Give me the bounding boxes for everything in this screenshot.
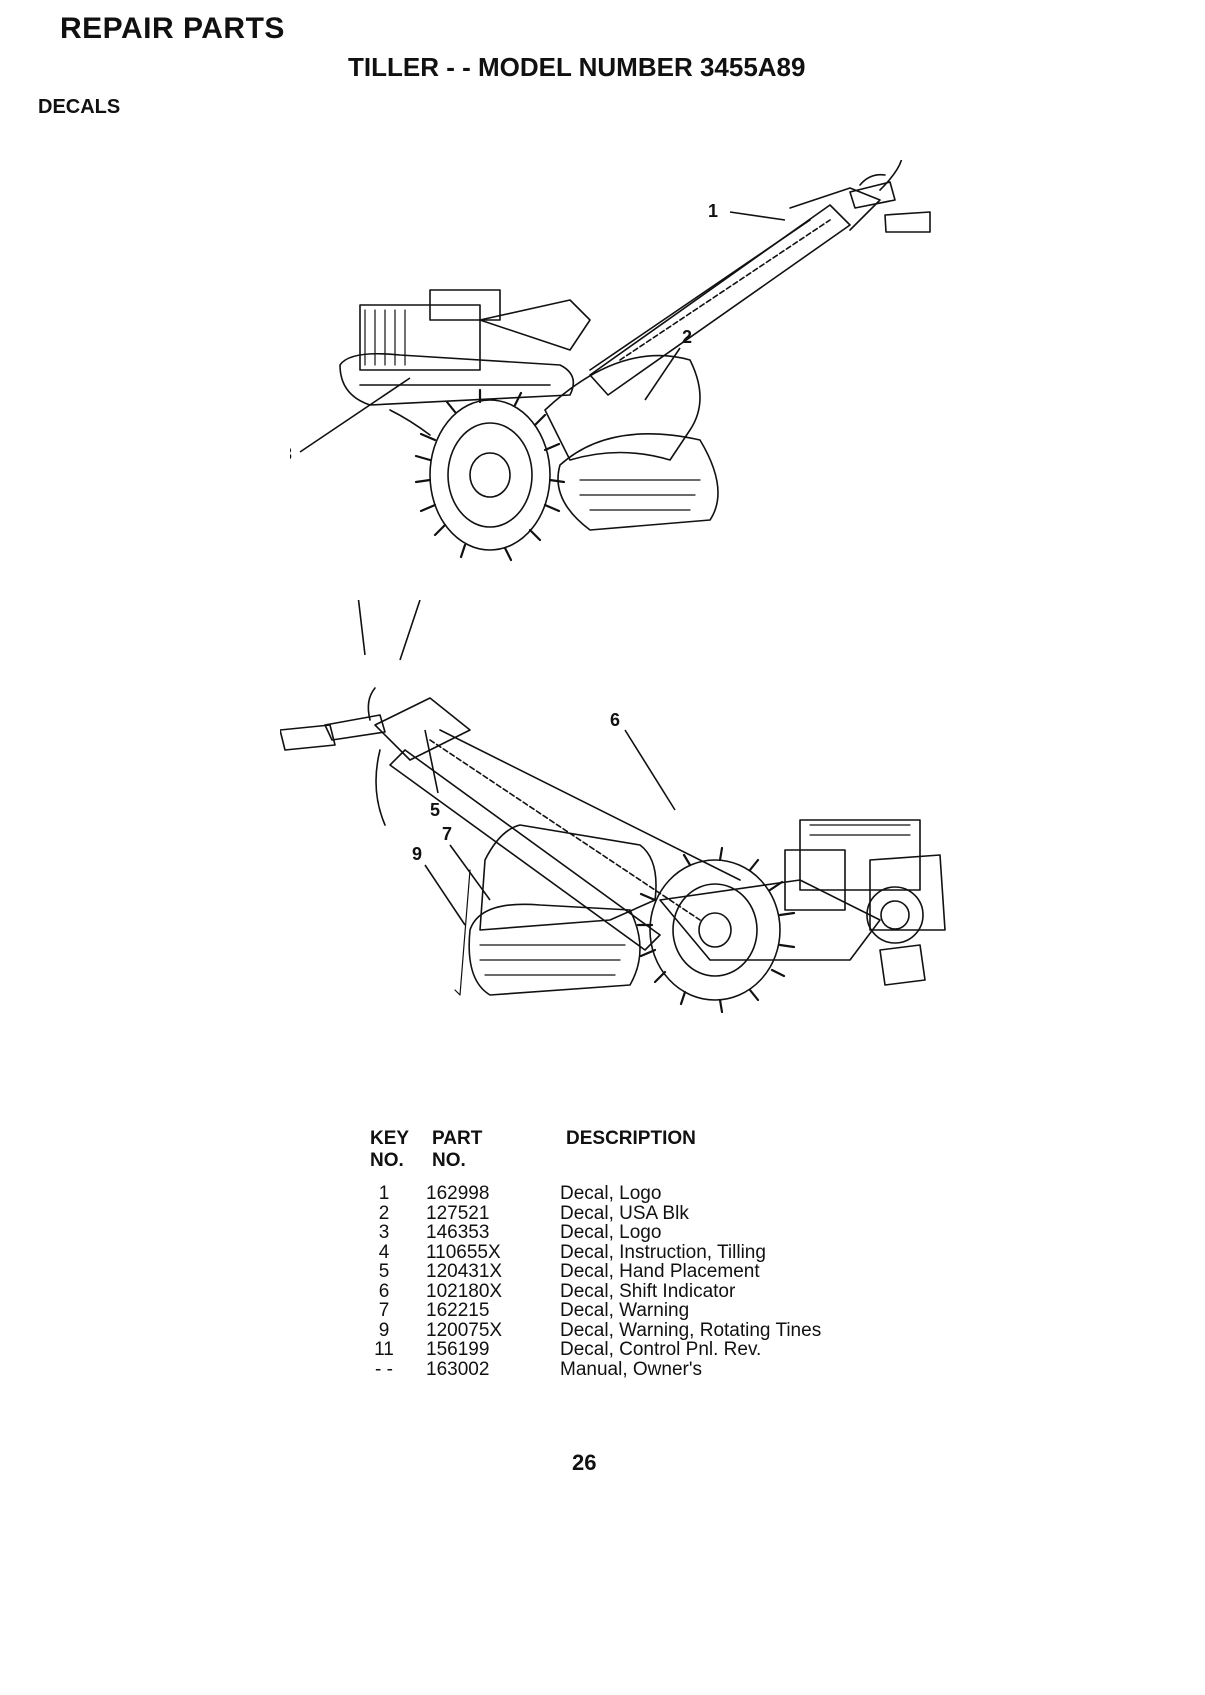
grip-upper: [850, 182, 895, 208]
tiller-diagram-bottom: 4 11 6 5 7 9: [280, 600, 960, 1095]
callout-5: 5: [430, 800, 440, 820]
key-no: 7: [378, 1300, 390, 1321]
description: Decal, Logo: [560, 1183, 662, 1204]
description: Decal, Hand Placement: [560, 1261, 760, 1282]
grip-right: [885, 212, 930, 232]
leader-1: [730, 212, 785, 220]
header-key-line2: NO.: [370, 1150, 404, 1171]
part-no: 162998: [426, 1183, 490, 1204]
tiller-diagram-top: 1 2 3: [290, 160, 1030, 600]
key-no: 11: [374, 1339, 394, 1360]
part-no: 120431X: [426, 1261, 503, 1282]
page-number: 26: [572, 1450, 597, 1475]
engine-pulley: [867, 887, 923, 943]
description: Manual, Owner's: [560, 1358, 702, 1380]
leader-2: [645, 348, 680, 400]
callout-1: 1: [708, 201, 718, 221]
leader-6: [625, 730, 675, 810]
description: Decal, Logo: [560, 1222, 662, 1243]
wheel-tire: [650, 860, 780, 1000]
section-title: REPAIR PARTS: [60, 12, 285, 45]
leader-5: [425, 730, 438, 793]
header-part-line2: NO.: [432, 1150, 466, 1171]
description: Decal, Warning, Rotating Tines: [560, 1319, 822, 1341]
part-no: 120075X: [426, 1319, 503, 1341]
key-no: 5: [378, 1261, 390, 1282]
control-panel: [375, 698, 470, 760]
engine-block: [360, 305, 480, 370]
key-no: - -: [375, 1358, 393, 1380]
description: Decal, Shift Indicator: [560, 1280, 736, 1302]
callout-7: 7: [442, 824, 452, 844]
key-no: 4: [378, 1241, 390, 1263]
leader-7: [450, 845, 490, 900]
key-no: 2: [378, 1202, 390, 1224]
tine-shield: [480, 825, 656, 930]
description: Decal, Instruction, Tilling: [560, 1241, 766, 1263]
callout-9: 9: [412, 844, 422, 864]
tine-shield: [545, 356, 700, 460]
key-no: 1: [378, 1183, 390, 1204]
callout-2: 2: [682, 327, 692, 347]
part-no: 110655X: [426, 1241, 501, 1263]
model-title: TILLER - - MODEL NUMBER 3455A89: [348, 52, 806, 82]
header-part-line1: PART: [432, 1128, 483, 1149]
header-key-line1: KEY: [370, 1128, 410, 1149]
part-no: 163002: [426, 1358, 490, 1380]
part-no: 102180X: [426, 1280, 503, 1302]
header-description: DESCRIPTION: [566, 1128, 696, 1149]
part-no: 162215: [426, 1300, 490, 1321]
engine-block: [800, 820, 920, 890]
key-no: 9: [378, 1319, 390, 1341]
part-no: 146353: [426, 1222, 490, 1243]
description: Decal, USA Blk: [560, 1202, 689, 1224]
wheel-tire: [430, 400, 550, 550]
part-no: 127521: [426, 1202, 490, 1224]
description: Decal, Control Pnl. Rev.: [560, 1339, 762, 1360]
callout-3: 3: [290, 444, 292, 464]
key-no: 6: [378, 1280, 390, 1302]
leader-3: [300, 378, 410, 452]
handle-arm: [390, 750, 660, 950]
leader-4: [355, 600, 365, 655]
part-no: 156199: [426, 1339, 490, 1360]
grip-left: [280, 725, 335, 750]
description: Decal, Warning: [560, 1300, 690, 1321]
belt-cover: [340, 354, 573, 405]
key-no: 3: [378, 1222, 390, 1243]
leader-9: [425, 865, 465, 925]
leader-11: [400, 600, 420, 660]
callout-6: 6: [610, 710, 620, 730]
section-subtitle: DECALS: [38, 96, 121, 118]
grip-upper-left: [325, 715, 385, 740]
